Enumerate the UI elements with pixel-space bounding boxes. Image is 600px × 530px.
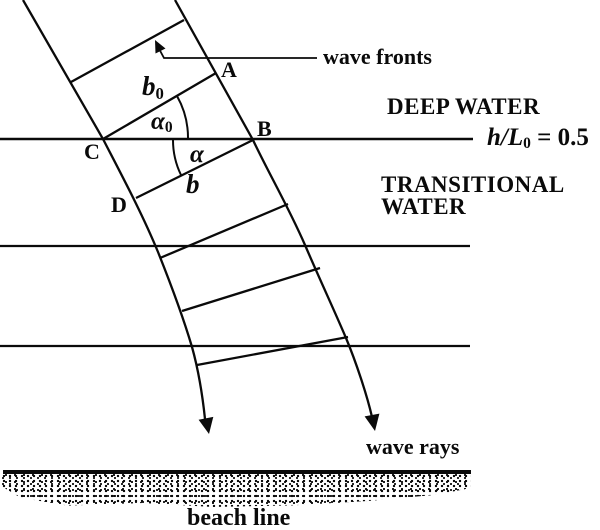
wave-ray-left bbox=[22, 0, 207, 420]
wave-front-4 bbox=[159, 202, 289, 260]
alpha-angle-label: α bbox=[190, 141, 204, 168]
depth-ratio-symbol: h/L bbox=[487, 124, 524, 151]
wave-front-5 bbox=[181, 266, 321, 313]
wave-rays-label: wave rays bbox=[366, 434, 460, 459]
transitional-water-line2: WATER bbox=[381, 194, 467, 219]
wave-fronts-label: wave fronts bbox=[323, 44, 432, 69]
alpha0-symbol: α bbox=[151, 108, 165, 135]
wave-front-bd bbox=[135, 138, 254, 200]
wave-fronts-leader-line bbox=[156, 44, 317, 59]
beach-line-bar bbox=[3, 470, 471, 474]
wave-ray-right-arrowhead bbox=[364, 413, 380, 431]
wave-front-1 bbox=[70, 18, 185, 84]
depth-ratio-value: = 0.5 bbox=[530, 124, 589, 151]
alpha0-angle-arc bbox=[176, 95, 190, 140]
point-a-label: A bbox=[221, 57, 237, 82]
wave-fronts-arrowhead bbox=[155, 40, 166, 54]
b-width-label: b bbox=[186, 169, 200, 199]
wave-ray-right bbox=[173, 0, 374, 418]
wave-front-ac bbox=[102, 72, 217, 140]
point-c-label: C bbox=[84, 139, 100, 164]
b0-symbol: b bbox=[142, 71, 156, 101]
point-d-label: D bbox=[111, 192, 127, 217]
depth-ratio-subscript: 0 bbox=[523, 135, 531, 153]
alpha0-subscript: 0 bbox=[164, 119, 173, 137]
transitional-water-line1: TRANSITIONAL bbox=[381, 172, 565, 197]
beach-line-label: beach line bbox=[187, 505, 291, 530]
deep-water-label: DEEP WATER bbox=[387, 94, 541, 119]
alpha-angle-arc bbox=[171, 139, 182, 176]
alpha0-angle-label: α0 bbox=[151, 108, 173, 137]
point-b-label: B bbox=[257, 116, 272, 141]
b0-subscript: 0 bbox=[155, 83, 164, 103]
wave-ray-left-arrowhead bbox=[198, 416, 214, 434]
b0-width-label: b0 bbox=[142, 71, 164, 103]
depth-ratio-label: h/L0 = 0.5 bbox=[487, 124, 589, 153]
wave-front-6 bbox=[196, 335, 349, 367]
